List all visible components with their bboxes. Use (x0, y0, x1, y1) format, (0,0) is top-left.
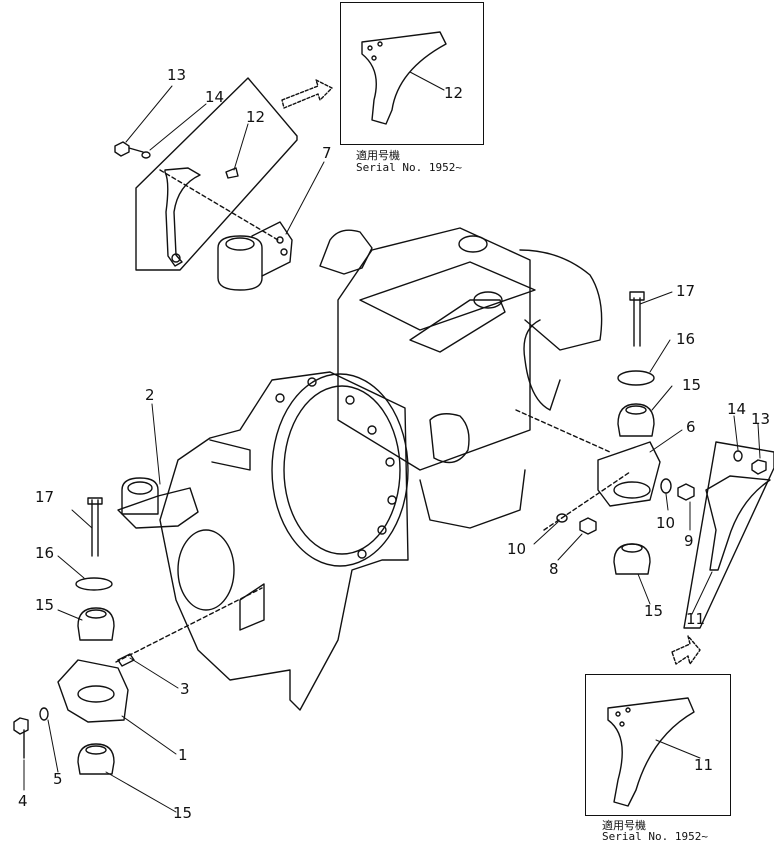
alignment-lines (115, 169, 631, 663)
inset-frame-bottom (585, 674, 731, 816)
callout-11-inset: 11 (694, 756, 714, 774)
transmission-housing (159, 371, 409, 711)
callout-2: 2 (145, 386, 155, 404)
callout-10-right: 10 (656, 514, 676, 532)
callout-14-top: 14 (205, 88, 225, 106)
inset-top-applicable-label: 適用号機 (356, 149, 400, 162)
leader-lines (23, 71, 761, 813)
front-mount-group (114, 77, 333, 291)
callout-11-right: 11 (686, 610, 706, 628)
callout-9: 9 (684, 532, 694, 550)
callout-5: 5 (53, 770, 63, 788)
callout-13-top: 13 (167, 66, 187, 84)
engine-block (319, 227, 603, 529)
callout-7: 7 (322, 144, 332, 162)
inset-top-serial: Serial No. 1952~ (356, 161, 462, 174)
callout-15-left-top: 15 (35, 596, 55, 614)
callout-10-left: 10 (507, 540, 527, 558)
callout-12-inset: 12 (444, 84, 464, 102)
callout-17-right: 17 (676, 282, 696, 300)
callout-3: 3 (180, 680, 190, 698)
mount-2 (117, 477, 199, 529)
rear-left-mount-stack (13, 497, 135, 775)
callout-1: 1 (178, 746, 188, 764)
callout-14-right: 14 (727, 400, 747, 418)
callout-12-top-left: 12 (246, 108, 266, 126)
inset-bottom-applicable-label: 適用号機 (602, 819, 646, 832)
inset-frame-top (340, 2, 484, 145)
inset-bottom-serial: Serial No. 1952~ (602, 830, 708, 843)
inset-bracket-12 (361, 31, 447, 125)
callout-8: 8 (549, 560, 559, 578)
callout-15-right-top: 15 (682, 376, 702, 394)
rear-right-mount-stack (556, 291, 774, 665)
callout-17-left: 17 (35, 488, 55, 506)
callout-16-left: 16 (35, 544, 55, 562)
callout-16-right: 16 (676, 330, 696, 348)
inset-bracket-11 (607, 697, 695, 807)
callout-15-left-bottom: 15 (173, 804, 193, 822)
callout-13-right: 13 (751, 410, 771, 428)
callout-15-right-bottom: 15 (644, 602, 664, 620)
callout-6: 6 (686, 418, 696, 436)
callout-4: 4 (18, 792, 28, 810)
